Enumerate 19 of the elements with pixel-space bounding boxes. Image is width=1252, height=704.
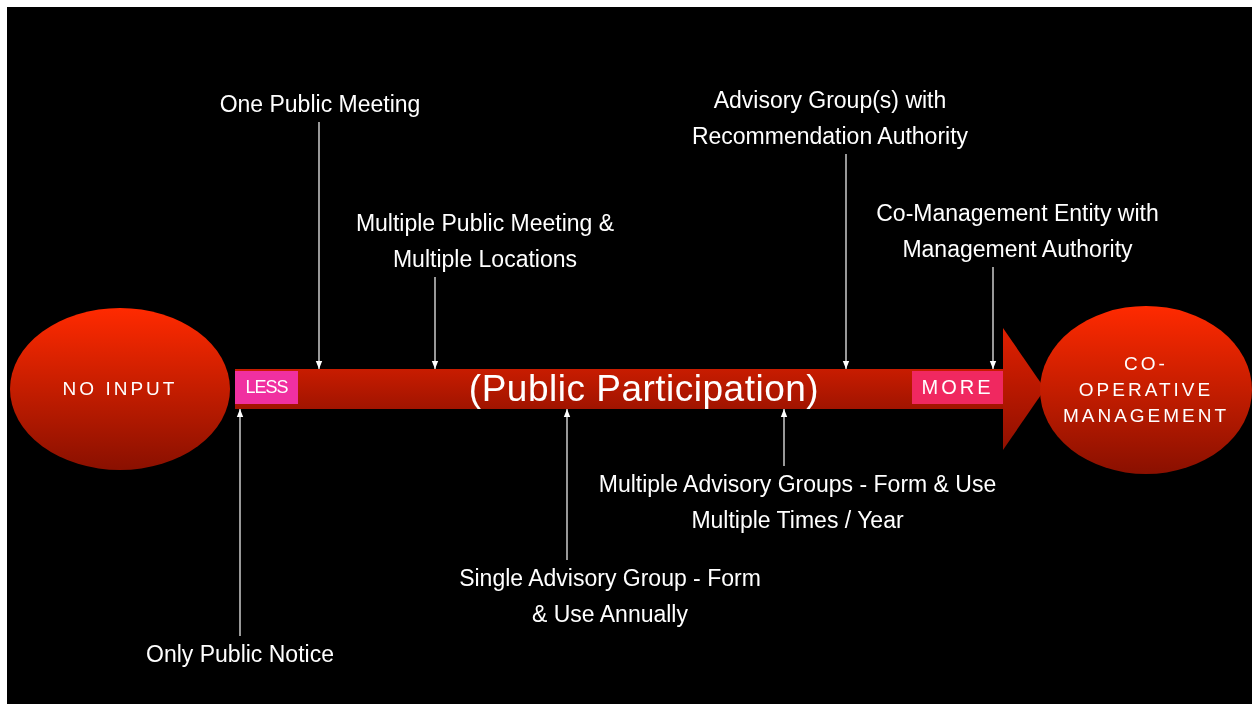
stage-label: Multiple Advisory Groups - Form & Use Multiple Times / Year	[597, 470, 998, 535]
stage-label: Advisory Group(s) with Recommendation Authority	[690, 86, 970, 151]
ellipse-label: CO- OPERATIVE MANAGEMENT	[1061, 352, 1231, 428]
arrow	[563, 408, 571, 561]
scale-tag: MORE	[912, 371, 1003, 404]
scale-tag: LESS	[235, 371, 298, 404]
stage-label: Multiple Public Meeting & Multiple Locations	[354, 209, 616, 274]
bar-title: (Public Participation)	[468, 369, 820, 409]
arrow	[780, 408, 788, 467]
arrow	[842, 153, 850, 370]
ellipse-label: NO INPUT	[62, 377, 178, 401]
stage-label: Co-Management Entity with Management Authority	[875, 199, 1160, 264]
arrow	[315, 121, 323, 370]
arrow	[431, 276, 439, 370]
stage-label: Only Public Notice	[146, 640, 334, 669]
stage-label: One Public Meeting	[219, 90, 421, 119]
arrow	[236, 408, 244, 637]
stage-label: Single Advisory Group - Form & Use Annually	[458, 564, 762, 629]
arrow	[989, 266, 997, 370]
